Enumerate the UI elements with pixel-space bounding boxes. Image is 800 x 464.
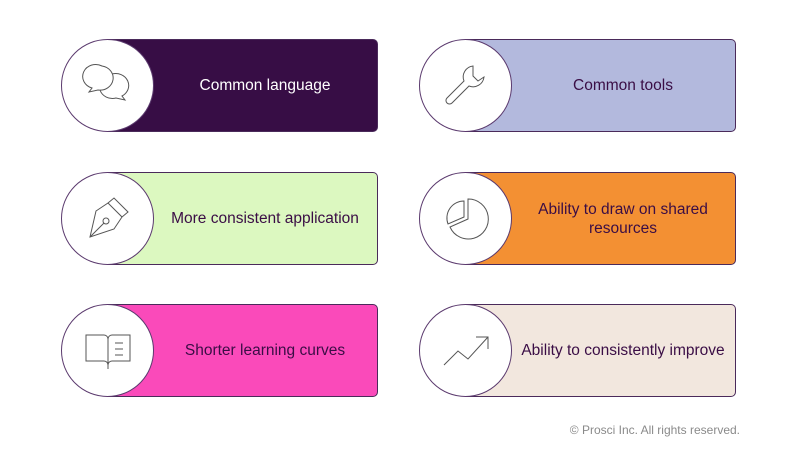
- benefit-common-tools: Common tools: [419, 39, 736, 132]
- icon-circle: [61, 172, 154, 265]
- benefit-common-language: Common language: [61, 39, 378, 132]
- speech-bubbles-icon: [81, 63, 129, 101]
- benefit-label: More consistent application: [171, 210, 359, 227]
- open-book-icon: [85, 334, 130, 369]
- benefit-label: Common tools: [573, 77, 673, 94]
- trend-up-icon: [443, 336, 488, 365]
- icon-circle: [419, 39, 512, 132]
- benefit-consistent-application: More consistent application: [61, 172, 378, 265]
- benefit-shared-resources: Ability to draw on shared resources: [419, 172, 736, 265]
- benefit-card: Ability to consistently improve: [465, 304, 736, 397]
- icon-circle: [61, 304, 154, 397]
- wrench-icon: [444, 64, 485, 105]
- copyright-notice: © Prosci Inc. All rights reserved.: [569, 423, 740, 437]
- icon-circle: [419, 304, 512, 397]
- icon-circle: [419, 172, 512, 265]
- pen-nib-icon: [88, 196, 129, 238]
- benefit-label: Ability to consistently improve: [521, 342, 725, 359]
- benefit-shorter-learning-curves: Shorter learning curves: [61, 304, 378, 397]
- benefit-consistently-improve: Ability to consistently improve: [419, 304, 736, 397]
- benefit-label: Shorter learning curves: [184, 342, 346, 359]
- pie-chart-icon: [445, 197, 489, 239]
- benefit-label: Common language: [199, 77, 331, 94]
- benefit-label: Ability to draw on shared resources: [538, 200, 708, 237]
- icon-circle: [61, 39, 154, 132]
